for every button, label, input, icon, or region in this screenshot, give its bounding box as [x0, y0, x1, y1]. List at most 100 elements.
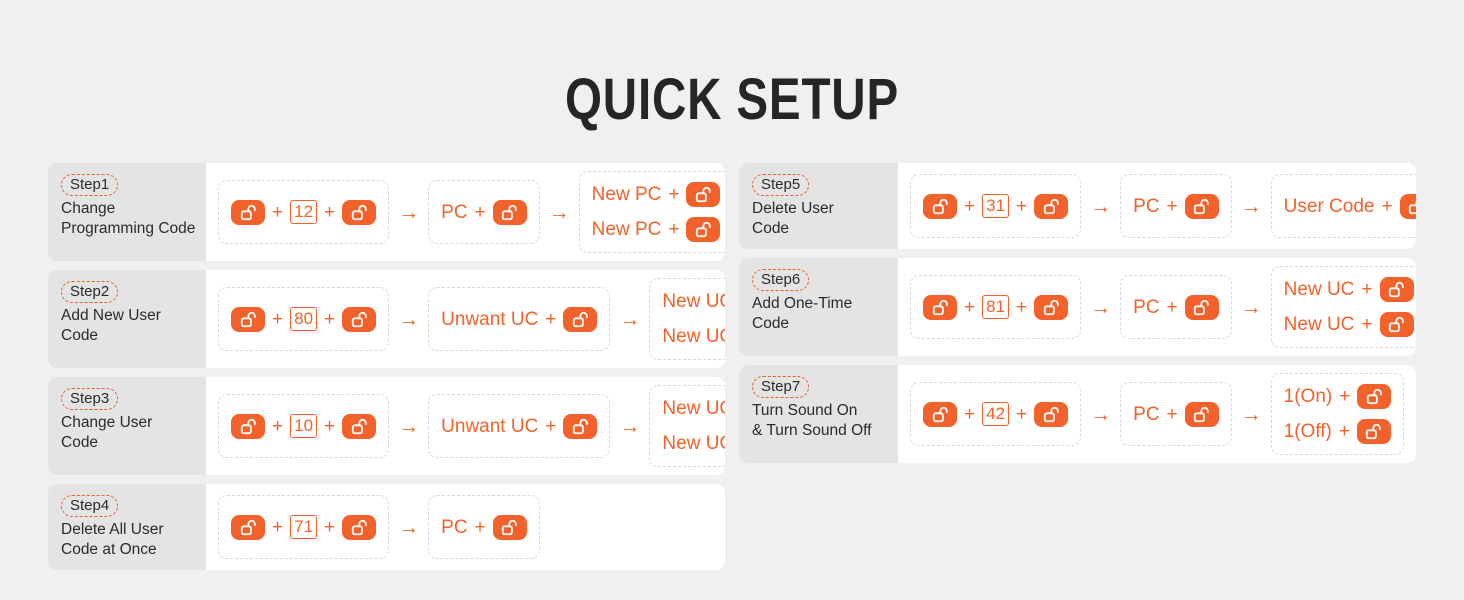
plus-symbol: + — [964, 195, 976, 217]
plus-symbol: + — [272, 415, 284, 437]
open-padlock-icon — [686, 182, 721, 207]
open-padlock-icon — [563, 306, 598, 332]
open-padlock-icon — [1184, 193, 1219, 219]
plus-symbol: + — [1381, 195, 1393, 217]
flow-block: New UC+New UC+ — [1270, 266, 1416, 349]
flow-text: PC — [441, 516, 468, 538]
flow-text: User Code — [1283, 195, 1375, 217]
flow-block: PC+ — [1120, 174, 1232, 239]
flow-line: +31 + — [923, 193, 1069, 219]
flow-line: +10+ — [231, 413, 377, 439]
open-padlock-icon — [231, 514, 265, 540]
flow-block: New PC+New PC+ — [578, 171, 725, 253]
plus-symbol: + — [324, 201, 336, 223]
open-padlock-icon — [686, 217, 721, 242]
flow-text: New PC — [591, 219, 662, 240]
step-badge: Step1 — [61, 174, 119, 197]
plus-symbol: + — [272, 516, 284, 538]
step-flow: +42+→PC+→1(On)+1(Off)+ — [898, 365, 1416, 463]
step-flow: +10+→Unwant UC+→New UC+New UC+ — [206, 377, 725, 475]
plus-symbol: + — [1016, 195, 1028, 217]
step-description: Add New User Code — [61, 307, 161, 345]
flow-block: +81+ — [910, 275, 1082, 340]
plus-symbol: + — [324, 415, 336, 437]
plus-symbol: + — [474, 516, 486, 538]
step-badge: Step4 — [61, 495, 119, 518]
open-padlock-icon — [1379, 277, 1414, 303]
plus-symbol: + — [668, 184, 680, 205]
open-padlock-icon — [923, 193, 957, 219]
flow-block: +71+ — [218, 495, 390, 560]
step-description: Delete User Code — [752, 200, 834, 238]
flow-text: New UC — [662, 398, 725, 419]
plus-symbol: + — [272, 308, 284, 330]
open-padlock-icon — [563, 413, 598, 439]
open-padlock-icon — [231, 199, 265, 225]
flow-text: New UC — [1283, 314, 1355, 336]
open-padlock-icon — [1379, 312, 1414, 338]
arrow-right-icon: → — [398, 515, 420, 539]
flow-line: New PC+ — [592, 217, 721, 242]
open-padlock-icon — [1034, 401, 1069, 427]
flow-block: PC+ — [1120, 382, 1232, 447]
flow-line: PC+ — [1133, 401, 1219, 427]
code-number: 31 — [982, 194, 1010, 219]
flow-block: PC+ — [428, 180, 540, 244]
flow-text: New UC — [1283, 279, 1355, 301]
arrow-right-icon: → — [548, 200, 570, 224]
open-padlock-icon — [923, 401, 957, 427]
flow-line: New UC+ — [662, 431, 725, 456]
step-badge: Step7 — [752, 376, 810, 399]
flow-text: Unwant UC — [441, 415, 539, 437]
step-flow: +71 + → PC + — [206, 484, 725, 570]
step-flow: +31+→PC+→User Code+ — [898, 163, 1416, 249]
flow-line: +71+ — [231, 514, 377, 540]
arrow-right-icon: → — [1240, 402, 1262, 426]
flow-block: New UC+New UC+ — [649, 385, 725, 467]
flow-line: New UC+ — [662, 289, 725, 314]
page-title: QUICK SETUP — [564, 67, 900, 132]
flow-line: PC+ — [441, 199, 527, 225]
step-flow: +81+→PC+→New UC+New UC+ — [898, 258, 1416, 356]
flow-line: +42+ — [923, 401, 1069, 427]
step-badge: Step5 — [752, 174, 810, 197]
arrow-right-icon: → — [1240, 295, 1262, 319]
open-padlock-icon — [923, 294, 957, 320]
flow-text: PC — [1133, 296, 1160, 318]
flow-block: User Code + — [1270, 174, 1416, 239]
plus-symbol: + — [1016, 296, 1028, 318]
flow-text: New UC — [662, 326, 725, 347]
flow-block: 1(On)+1(Off)+ — [1270, 373, 1405, 456]
plus-symbol: + — [1361, 314, 1373, 336]
flow-block: +31 + — [910, 174, 1082, 239]
code-number: 71 — [290, 515, 318, 540]
code-number: 80 — [290, 307, 318, 331]
step-badge: Step6 — [752, 269, 810, 292]
open-padlock-icon — [231, 306, 265, 332]
open-padlock-icon — [492, 199, 527, 225]
open-padlock-icon — [1034, 193, 1069, 219]
open-padlock-icon — [342, 199, 377, 225]
flow-text: New UC — [662, 433, 725, 454]
step-description: Change User Code — [61, 414, 153, 452]
step-description: Turn Sound On & Turn Sound Off — [752, 402, 872, 440]
flow-line: PC + — [441, 514, 527, 540]
flow-line: PC+ — [1133, 294, 1219, 320]
step-flow: +12+→PC+→New PC+New PC+ — [206, 163, 725, 261]
arrow-right-icon: → — [1090, 194, 1112, 218]
step-description: Add One-Time Code — [752, 295, 853, 333]
